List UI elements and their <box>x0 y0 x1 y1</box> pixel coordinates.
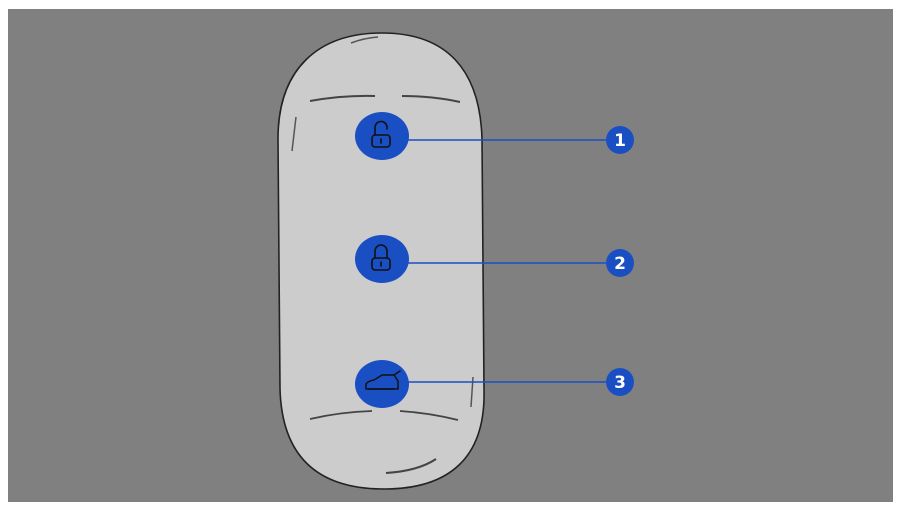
callout-2-label: 2 <box>614 254 626 274</box>
diagram-canvas: 1 2 3 <box>8 9 893 502</box>
tailgate-button[interactable]: 3 <box>355 360 634 408</box>
contour-line-left-side <box>291 116 297 152</box>
unlock-button[interactable]: 1 <box>355 112 634 160</box>
unlock-button-face[interactable] <box>355 112 409 160</box>
key-fob-diagram: 1 2 3 <box>8 9 893 502</box>
callout-1-label: 1 <box>614 131 626 151</box>
lock-icon <box>371 244 391 271</box>
contour-line-bottom-arc <box>385 458 437 474</box>
tailgate-button-face[interactable] <box>355 360 409 408</box>
contour-line-top-arc <box>350 36 379 44</box>
callout-3-marker <box>606 368 634 396</box>
contour-line-bottom-right <box>399 410 459 421</box>
tailgate-icon <box>365 370 401 390</box>
callout-2-marker <box>606 249 634 277</box>
callout-1-marker <box>606 126 634 154</box>
lock-button[interactable]: 2 <box>355 235 634 283</box>
contour-line-bottom-left <box>309 410 373 420</box>
contour-line-top-left <box>309 94 376 102</box>
lock-button-face[interactable] <box>355 235 409 283</box>
contour-line-top-right <box>401 95 461 103</box>
callout-3-label: 3 <box>614 373 626 393</box>
unlock-icon <box>371 120 391 148</box>
